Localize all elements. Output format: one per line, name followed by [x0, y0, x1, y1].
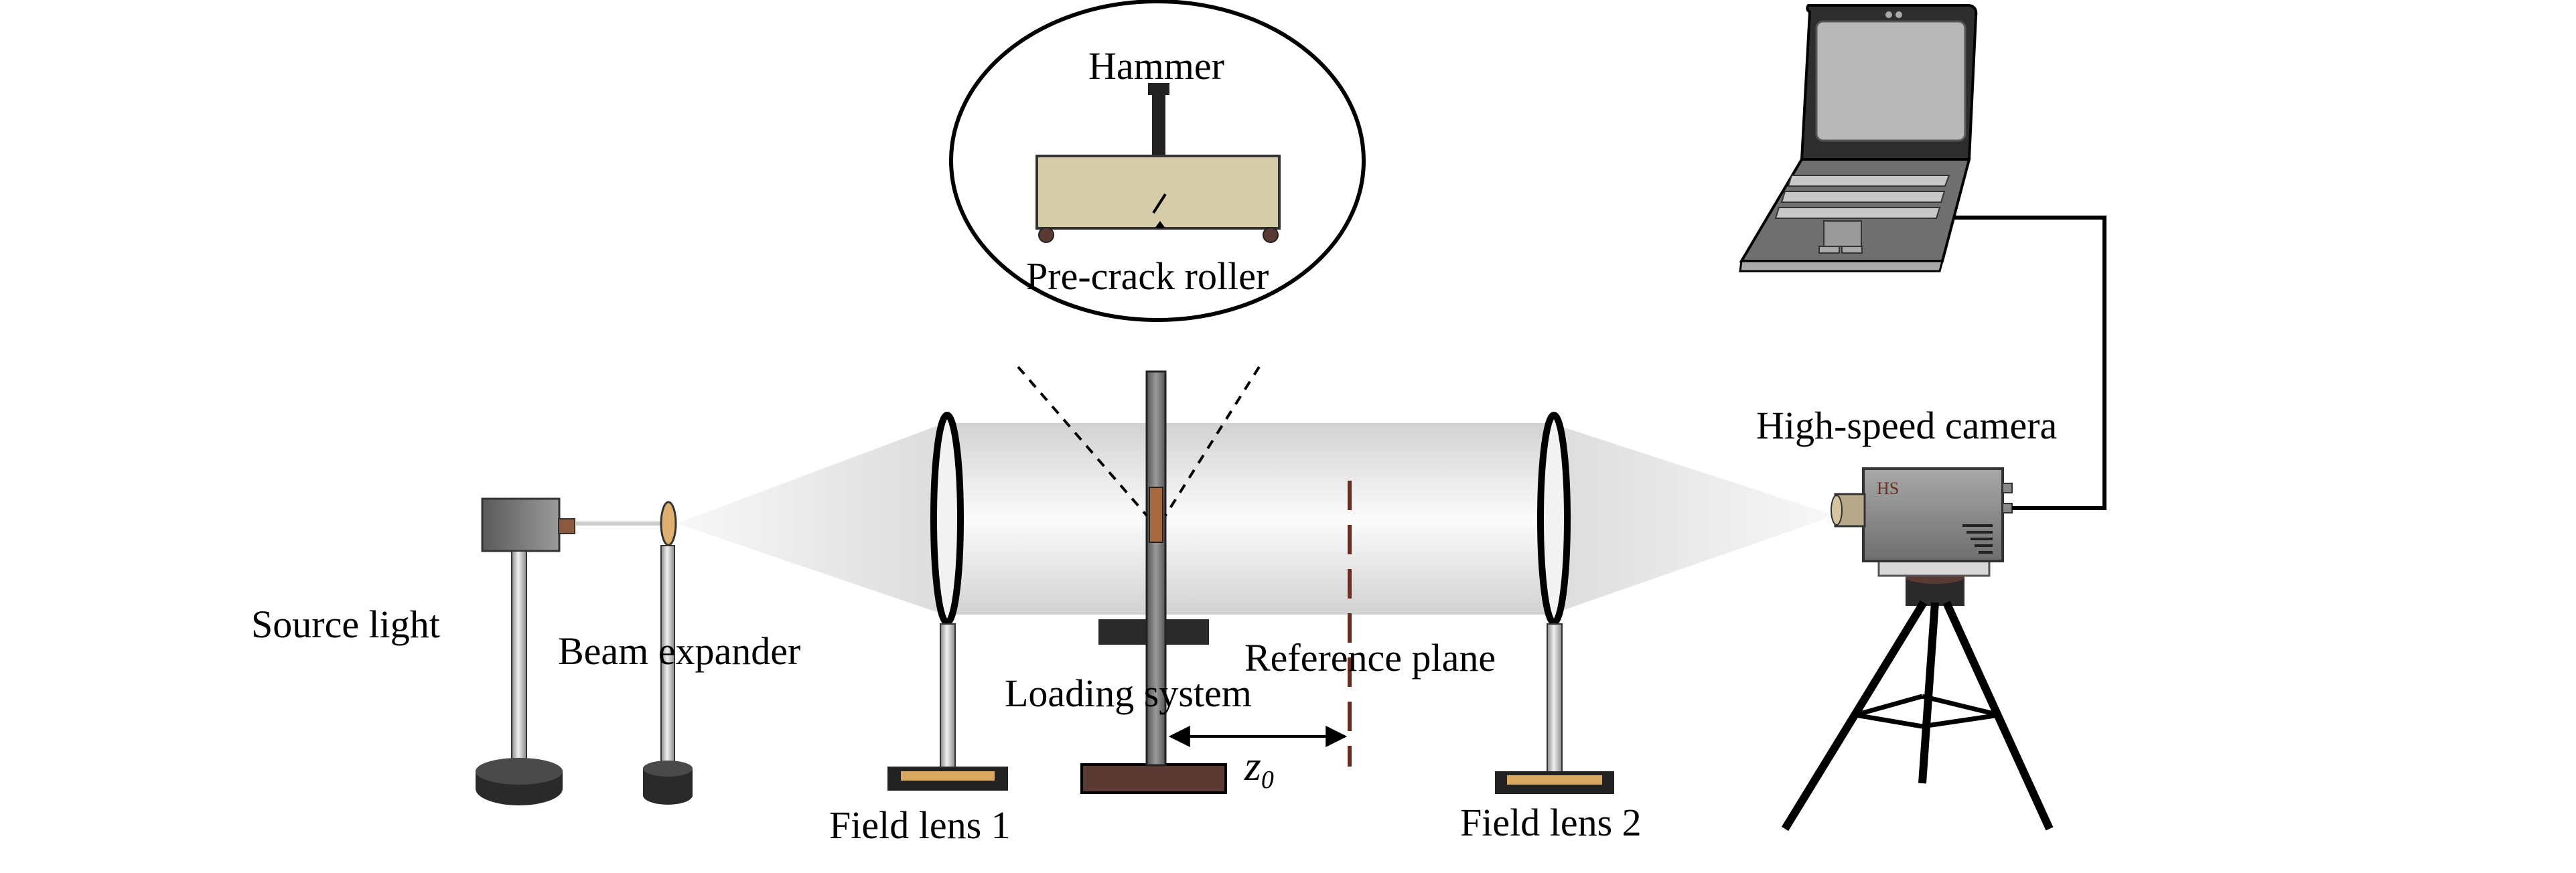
pre-crack-roller-label: Pre-crack roller	[1026, 254, 1269, 298]
field-lens-1-pole	[940, 623, 956, 769]
hammer-label: Hammer	[1088, 44, 1224, 88]
source-light-assembly	[476, 497, 575, 805]
roller-right	[1263, 227, 1279, 243]
zoom-detail	[949, 0, 1366, 517]
zoom-guide-right	[1164, 366, 1261, 517]
field-lens-1	[930, 412, 964, 626]
light-source-pole	[511, 550, 527, 779]
beam-cone-right	[1551, 423, 1835, 615]
field-lens-2-pole	[1547, 623, 1563, 775]
light-beam	[576, 423, 1835, 615]
laptop-computer	[1739, 4, 1978, 272]
specimen-crack-marker	[1149, 487, 1163, 543]
beam-cone-left	[676, 423, 944, 615]
hammer-rod	[1152, 87, 1165, 159]
beam-expander-assembly	[643, 501, 693, 805]
pre-crack-notch	[1155, 221, 1165, 228]
tripod-leg-left	[1781, 600, 1928, 831]
loading-system-label: Loading system	[1005, 671, 1252, 715]
loading-system-assembly	[1080, 370, 1227, 794]
beam-expander-base	[643, 786, 693, 805]
laptop-touchpad	[1823, 220, 1862, 247]
hammer-head	[1148, 83, 1169, 95]
beam-collimated	[944, 423, 1551, 615]
field-lens-2	[1537, 412, 1571, 626]
camera-badge: HS	[1877, 479, 1899, 498]
field-lens-1-assembly	[887, 412, 1008, 791]
loading-system-base	[1080, 763, 1227, 794]
beam-expander-lens	[660, 501, 677, 546]
zoom-guide-left	[1017, 366, 1148, 517]
field-lens-2-assembly	[1495, 412, 1614, 794]
laptop-screen	[1815, 20, 1966, 142]
roller-left	[1038, 227, 1054, 243]
source-light-label: Source light	[251, 603, 440, 646]
light-source-body	[481, 497, 561, 552]
distance-z0-label: z0	[1244, 742, 1274, 794]
pre-crack-mark	[1152, 193, 1167, 214]
field-lens-2-label: Field lens 2	[1460, 801, 1642, 844]
high-speed-camera-assembly: HS	[1781, 467, 2054, 831]
beam-expander-label: Beam expander	[558, 629, 800, 673]
zoom-specimen-block	[1035, 155, 1281, 230]
reference-plane-label: Reference plane	[1244, 636, 1496, 680]
tripod-leg-center	[1918, 602, 1939, 784]
loading-system-column	[1145, 370, 1167, 767]
field-lens-1-label: Field lens 1	[829, 803, 1011, 847]
camera-vent-lines	[1962, 524, 1993, 554]
light-source-nozzle	[558, 518, 575, 534]
high-speed-camera-label: High-speed camera	[1756, 404, 2057, 447]
data-cable	[1950, 216, 2106, 510]
